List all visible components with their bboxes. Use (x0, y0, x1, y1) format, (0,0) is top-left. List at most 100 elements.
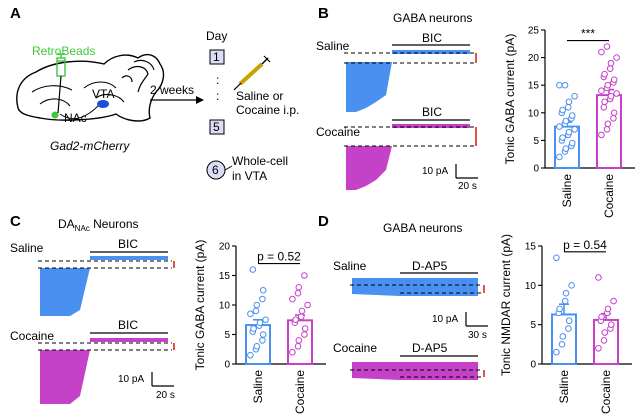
panel-c-saline-label: Saline (10, 241, 44, 255)
chart-c-ytick-label: 5 (224, 330, 230, 341)
chart-b-point (606, 65, 614, 72)
chart-c-point (259, 331, 267, 338)
chart-b-category-label: Cocaine (602, 174, 616, 218)
injection-label-2: Cocaine i.p. (236, 103, 299, 117)
injection-syringe-icon (233, 55, 271, 91)
chart-d-point (610, 297, 617, 305)
panel-a-letter: A (10, 5, 21, 22)
panel-c-cocaine-drug: BIC (118, 318, 138, 332)
chart-b-category-label: Saline (560, 174, 574, 208)
chart-d-point (553, 348, 560, 356)
chart-d-point (558, 341, 566, 348)
chart-b-point (561, 81, 569, 89)
panel-d-traces: Saline D-AP5 10 pA 30 s Cocaine D-AP5 (333, 259, 488, 380)
chart-b-point (559, 134, 566, 141)
chart-d-ytick-label: 0 (530, 360, 536, 371)
panel-b-cocaine-drug: BIC (422, 105, 442, 119)
chart-b-point (598, 87, 605, 95)
chart-c-point (297, 313, 305, 321)
chart-c-point (294, 289, 302, 297)
chart-d-ytick-label: 5 (530, 320, 536, 331)
chart-b-point (556, 153, 563, 161)
chart-b-point (568, 112, 576, 119)
chart-c-point (259, 286, 267, 294)
panel-d-saline-label: Saline (333, 259, 367, 273)
chart-c-point (256, 319, 264, 327)
chart-b-point (562, 145, 570, 152)
chart-b-ytick-label: 15 (528, 81, 540, 92)
panel-d-letter: D (318, 213, 329, 230)
chart-d-ylabel: Tonic NMDAR current (pA) (499, 234, 513, 376)
recording-label-2: in VTA (232, 169, 267, 183)
panel-d-cocaine-label: Cocaine (333, 341, 377, 355)
chart-b-point (607, 59, 615, 67)
panel-b-cocaine-label: Cocaine (316, 125, 360, 139)
nac-label: NAc (64, 111, 87, 125)
chart-c-point (253, 301, 261, 309)
day-label: Day (206, 29, 227, 43)
day6-connector (224, 165, 233, 171)
panel-c-cocaine-label: Cocaine (10, 329, 54, 343)
timeline-dots-2: : (216, 89, 219, 103)
chart-c-ytick-label: 15 (219, 271, 231, 282)
chart-c-point (247, 351, 254, 359)
panel-b-letter: B (318, 5, 329, 22)
vta-region (97, 100, 109, 108)
chart-d-point (561, 297, 569, 305)
chart-d-sig-label: p = 0.54 (563, 238, 607, 252)
panel-b-traces: Saline BIC Cocaine BIC 10 pA 20 s (316, 31, 478, 192)
chart-c-point (294, 343, 302, 350)
chart-b-ylabel: Tonic GABA current (pA) (503, 34, 517, 165)
chart-b-point (556, 81, 563, 89)
chart-b-point (556, 123, 563, 130)
chart-c-point (249, 266, 257, 273)
chart-c-point (295, 337, 303, 344)
retrobeads-label: RetroBeads (32, 44, 95, 58)
arrow-head-icon (196, 96, 204, 104)
chart-c-point (259, 337, 266, 344)
chart-b-point (601, 70, 608, 78)
panel-b-saline-drug: BIC (422, 31, 442, 45)
chart-c-point (262, 316, 269, 324)
day5-box (209, 119, 225, 135)
chart-d-point (598, 313, 605, 321)
day5-label: 5 (213, 120, 220, 134)
panel-d-saline-drug: D-AP5 (412, 259, 448, 273)
chart-b-ytick-label: 10 (528, 108, 540, 119)
chart-c-point (298, 307, 306, 315)
chart-b-ytick-label: 25 (528, 26, 540, 37)
chart-c-point (289, 348, 296, 356)
chart-b-point (604, 120, 612, 128)
panel-b-title: GABA neurons (393, 11, 472, 25)
chart-d-point (565, 317, 573, 325)
chart-d-point (559, 333, 567, 340)
chart-c-point (304, 301, 311, 309)
panel-b-cocaine-trace (346, 124, 470, 190)
timeline-dots-1: : (216, 73, 219, 87)
brain-diagram (16, 53, 165, 122)
chart-d-point (595, 344, 602, 352)
chart-d-ytick-label: 10 (525, 281, 537, 292)
chart-b-point (598, 48, 605, 56)
chart-d-point (600, 337, 608, 344)
chart-d-point (568, 282, 575, 289)
chart-b-point (601, 98, 608, 106)
chart-c-point (289, 295, 296, 303)
chart-c-ytick-label: 20 (219, 242, 231, 253)
chart-b-point (571, 126, 578, 133)
chart-d-point (595, 274, 602, 281)
panel-d-cocaine-drug: D-AP5 (412, 341, 448, 355)
chart-c-point (250, 325, 257, 332)
chart-d-point (556, 305, 563, 313)
day1-box (209, 49, 225, 65)
chart-c-point (301, 272, 308, 279)
panel-d-scale-y-label: 10 pA (432, 314, 458, 325)
chart-c-ytick-label: 10 (219, 301, 231, 312)
chart-b-point (603, 43, 611, 50)
panel-b-scale-y-label: 10 pA (422, 166, 448, 177)
chart-c-ytick-label: 0 (224, 360, 230, 371)
nac-injection-site (51, 111, 59, 119)
chart-b-ytick-label: 0 (533, 164, 539, 175)
